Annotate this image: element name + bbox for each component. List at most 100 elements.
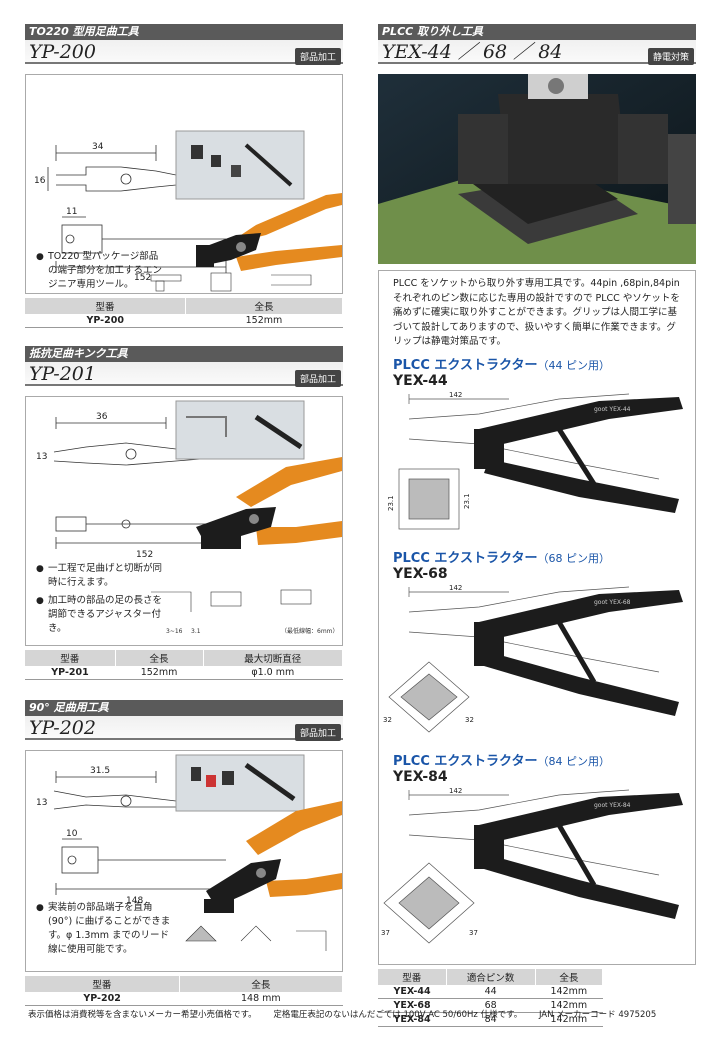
yp201-th-diameter: 最大切断直径 <box>203 650 344 666</box>
yex68-title-sub: （68 ピン用） <box>537 551 611 565</box>
yp202-dim-width: 31.5 <box>90 766 110 776</box>
table-row: YP-202 148 mm <box>25 992 343 1006</box>
yp200-dim-small: 11 <box>66 207 77 217</box>
yex44-dim-b: 23.1 <box>463 493 471 509</box>
yp201-th-length: 全長 <box>115 650 204 666</box>
yex68-dim-b: 32 <box>465 716 474 724</box>
yp202-model-title: YP-202 <box>25 716 343 740</box>
footer-note-1: 定格電圧表記のないはんだごては 100V AC 50/60Hz 仕様です。 <box>273 1010 523 1020</box>
yex-header: PLCC 取り外し工具 YEX-44 ／ 68 ／ 84 静電対策 <box>378 24 696 68</box>
yp202-header: 90° 足曲用工具 YP-202 部品加工 <box>25 700 343 744</box>
yex84-plier-photo: goot YEX-84 <box>474 792 683 919</box>
yex-description: PLCC をソケットから取り外す専用工具です。44pin ,68pin,84pi… <box>393 278 680 347</box>
yex-model-title: YEX-44 ／ 68 ／ 84 <box>378 40 696 64</box>
yp201-section-diagrams <box>151 589 312 612</box>
yex-panel: PLCC をソケットから取り外す専用工具です。44pin ,68pin,84pi… <box>378 270 696 965</box>
yp200-section-diagrams <box>150 272 312 292</box>
yex84-title-main: PLCC エクストラクター <box>393 753 538 769</box>
yp200-notes: TO220 型パッケージ部品の端子部分を加工するエンジニア専用ツール。 <box>36 250 166 293</box>
yp202-th-model: 型番 <box>25 976 180 992</box>
yp202-notes: 実装前の部品端子を直角 (90°) に曲げることができます。φ 1.3mm まで… <box>36 901 176 961</box>
yp202-spec-table: 型番 全長 YP-202 148 mm <box>25 976 344 1006</box>
yex84-dim-a: 37 <box>381 929 390 937</box>
yp202-dim-small: 10 <box>66 829 78 839</box>
yex-td-model-2: YEX-84 <box>378 1012 447 1027</box>
yex44-dim-a: 23.1 <box>387 495 395 511</box>
yp201-td-model: YP-201 <box>25 666 115 680</box>
yex68-drawing: 142 32 32 goot YEX-68 <box>383 584 683 732</box>
yp202-badge: 部品加工 <box>294 724 341 741</box>
yp200-category: TO220 型用足曲工具 <box>25 24 343 40</box>
yex44-title-main: PLCC エクストラクター <box>393 357 538 373</box>
yp200-dim-height: 16 <box>34 176 46 186</box>
yp201-dim-width: 36 <box>96 412 108 422</box>
yex-th-pins: 適合ピン数 <box>446 969 536 985</box>
yp201-spec-table: 型番 全長 最大切断直径 YP-201 152mm φ1.0 mm <box>25 650 344 680</box>
yex-spec-table: 型番 適合ピン数 全長 YEX-44 44 142mm YEX-68 68 14… <box>378 969 604 1027</box>
yp200-th-length: 全長 <box>185 298 344 314</box>
yp202-td-length: 148 mm <box>179 992 343 1006</box>
yex-th-length: 全長 <box>535 969 604 985</box>
yex44-title: PLCC エクストラクター（44 ピン用） <box>379 354 695 373</box>
yp200-plier-photo <box>196 193 342 271</box>
yp200-td-length: 152mm <box>185 314 343 328</box>
yp202-panel: 31.5 13 10 148 実装前の部品端子を直角 <box>25 750 343 972</box>
yp200-panel: 34 16 11 152 <box>25 74 343 294</box>
yex-th-model: 型番 <box>378 969 447 985</box>
yex84-title-sub: （84 ピン用） <box>537 754 611 768</box>
yex-td-length-2: 142mm <box>535 1012 603 1027</box>
yex-td-pins-2: 84 <box>446 1012 536 1027</box>
yp201-note-1: 加工時の部品の足の長さを調節できるアジャスター付き。 <box>36 594 166 636</box>
yex68-plier-photo: goot YEX-68 <box>474 589 683 716</box>
yex-hero-photo <box>378 74 696 264</box>
yex84-drawing: 142 37 37 goot YEX-84 <box>381 787 683 943</box>
footer: 表示価格は消費税等を含まないメーカー希望小売価格です。 定格電圧表記のないはんだ… <box>28 1008 670 1020</box>
yex-td-pins-0: 44 <box>446 985 536 999</box>
yex-td-pins-1: 68 <box>446 998 536 1013</box>
yp202-note: 実装前の部品端子を直角 (90°) に曲げることができます。φ 1.3mm まで… <box>36 901 176 957</box>
yp201-dim-height: 13 <box>36 452 47 462</box>
yp202-plier-photo <box>204 801 342 913</box>
yp200-dim-width: 34 <box>92 142 104 152</box>
yex-badge: 静電対策 <box>647 48 694 65</box>
yp202-section-diagrams <box>185 925 327 951</box>
yp201-model-title: YP-201 <box>25 362 343 386</box>
yex-td-model-0: YEX-44 <box>378 985 447 999</box>
yp200-header: TO220 型用足曲工具 YP-200 部品加工 <box>25 24 343 68</box>
yex-category: PLCC 取り外し工具 <box>378 24 696 40</box>
yex68-title: PLCC エクストラクター（68 ピン用） <box>379 547 695 566</box>
yex44-dim-len: 142 <box>449 391 462 399</box>
yex44-marking: goot YEX-44 <box>594 406 631 413</box>
yex84-dim-b: 37 <box>469 929 478 937</box>
yex68-title-main: PLCC エクストラクター <box>393 550 538 566</box>
yex68-dim-a: 32 <box>383 716 392 724</box>
yp200-badge: 部品加工 <box>294 48 341 65</box>
left-column: TO220 型用足曲工具 YP-200 部品加工 34 <box>25 24 344 1006</box>
yp201-category: 抵抗足曲キンク工具 <box>25 346 343 362</box>
yp201-inset-photo <box>175 400 305 460</box>
footer-note-2: JAN メーカーコード 4975205 <box>538 1010 657 1020</box>
yex84-model: YEX-84 <box>393 768 448 785</box>
yp201-diag-dim-0: 3~16 <box>166 628 183 635</box>
yp202-drawing: 31.5 13 10 148 <box>36 754 342 951</box>
yex84-dim-len: 142 <box>449 787 462 795</box>
yp201-notes: 一工程で足曲げと切断が同時に行えます。 加工時の部品の足の長さを調節できるアジャ… <box>36 562 166 640</box>
yp201-td-diameter: φ1.0 mm <box>203 666 343 680</box>
yex-td-length-0: 142mm <box>535 985 603 999</box>
yp202-inset-photo <box>175 754 305 812</box>
yex44-drawing: 142 23.1 23.1 goot YEX-44 <box>387 391 683 529</box>
yp201-header: 抵抗足曲キンク工具 YP-201 部品加工 <box>25 346 343 390</box>
yp202-category: 90° 足曲用工具 <box>25 700 343 716</box>
table-row: YP-201 152mm φ1.0 mm <box>25 666 343 680</box>
yp201-badge: 部品加工 <box>294 370 341 387</box>
yp200-spec-table: 型番 全長 YP-200 152mm <box>25 298 344 328</box>
yp201-drawing: 36 13 152 3~16 3.1 （最低線幅：6mm） <box>36 400 342 635</box>
yp200-td-model: YP-200 <box>25 314 186 328</box>
yex-td-model-1: YEX-68 <box>378 998 447 1013</box>
yex68-dim-len: 142 <box>449 584 462 592</box>
right-column: PLCC 取り外し工具 YEX-44 ／ 68 ／ 84 静電対策 PLCC を… <box>378 24 696 1027</box>
yp201-dim-length: 152 <box>136 550 153 560</box>
yex68-model: YEX-68 <box>393 565 448 582</box>
yp201-panel: 36 13 152 3~16 3.1 （最低線幅：6mm） <box>25 396 343 646</box>
yp202-dim-height: 13 <box>36 798 47 808</box>
